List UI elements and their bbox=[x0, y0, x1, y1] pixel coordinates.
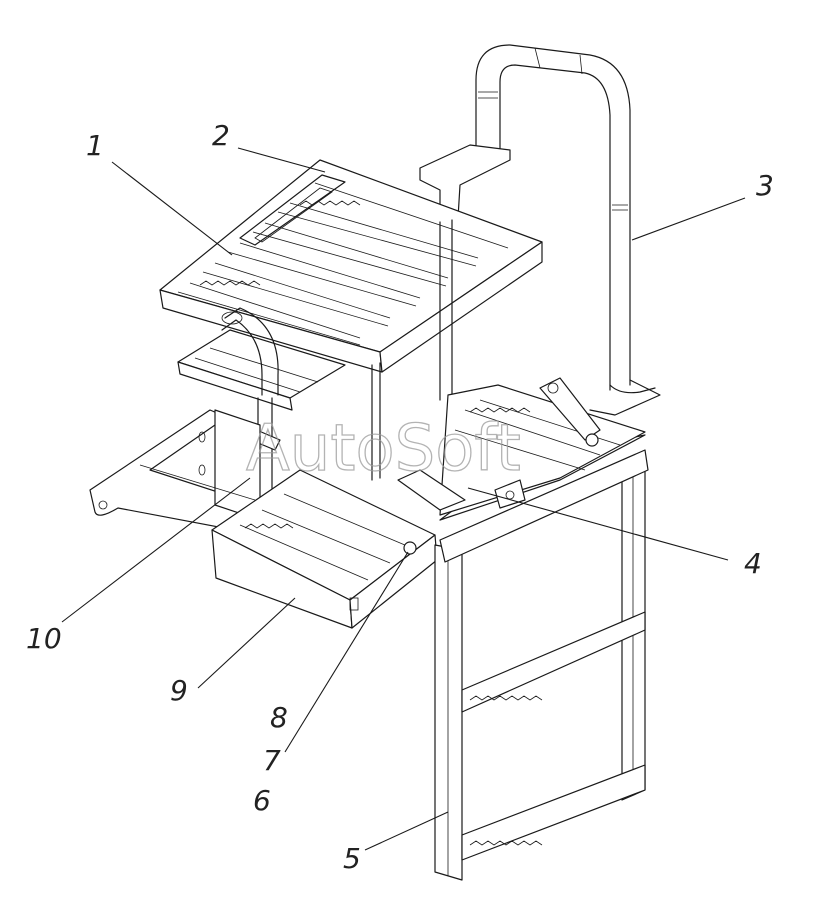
leader-7 bbox=[284, 551, 409, 753]
upper-platform bbox=[159, 144, 543, 373]
callout-9: 9 bbox=[170, 674, 188, 707]
leader-lines bbox=[61, 147, 746, 851]
leader-1 bbox=[111, 161, 233, 256]
callouts: 1 2 3 4 5 6 7 8 9 10 bbox=[26, 119, 774, 875]
lower-left-step bbox=[211, 469, 438, 629]
right-step-platform bbox=[397, 377, 646, 521]
leader-3 bbox=[631, 197, 746, 241]
callout-8: 8 bbox=[270, 701, 288, 734]
callout-10: 10 bbox=[26, 622, 62, 655]
leader-2 bbox=[237, 147, 326, 173]
callout-1: 1 bbox=[86, 129, 104, 162]
support-post bbox=[371, 219, 453, 481]
handrail bbox=[475, 44, 661, 416]
watermark: AutoSoft bbox=[246, 412, 521, 486]
mounting-bracket bbox=[89, 409, 351, 549]
callout-6: 6 bbox=[253, 784, 271, 817]
leader-5 bbox=[364, 811, 449, 851]
callout-3: 3 bbox=[756, 169, 774, 202]
callout-2: 2 bbox=[212, 119, 230, 152]
callout-7: 7 bbox=[263, 744, 281, 777]
leader-10 bbox=[61, 477, 251, 623]
leader-4 bbox=[467, 487, 729, 561]
callout-4: 4 bbox=[744, 547, 762, 580]
ladder bbox=[434, 449, 649, 881]
leader-9 bbox=[197, 597, 296, 689]
callout-5: 5 bbox=[343, 842, 361, 875]
